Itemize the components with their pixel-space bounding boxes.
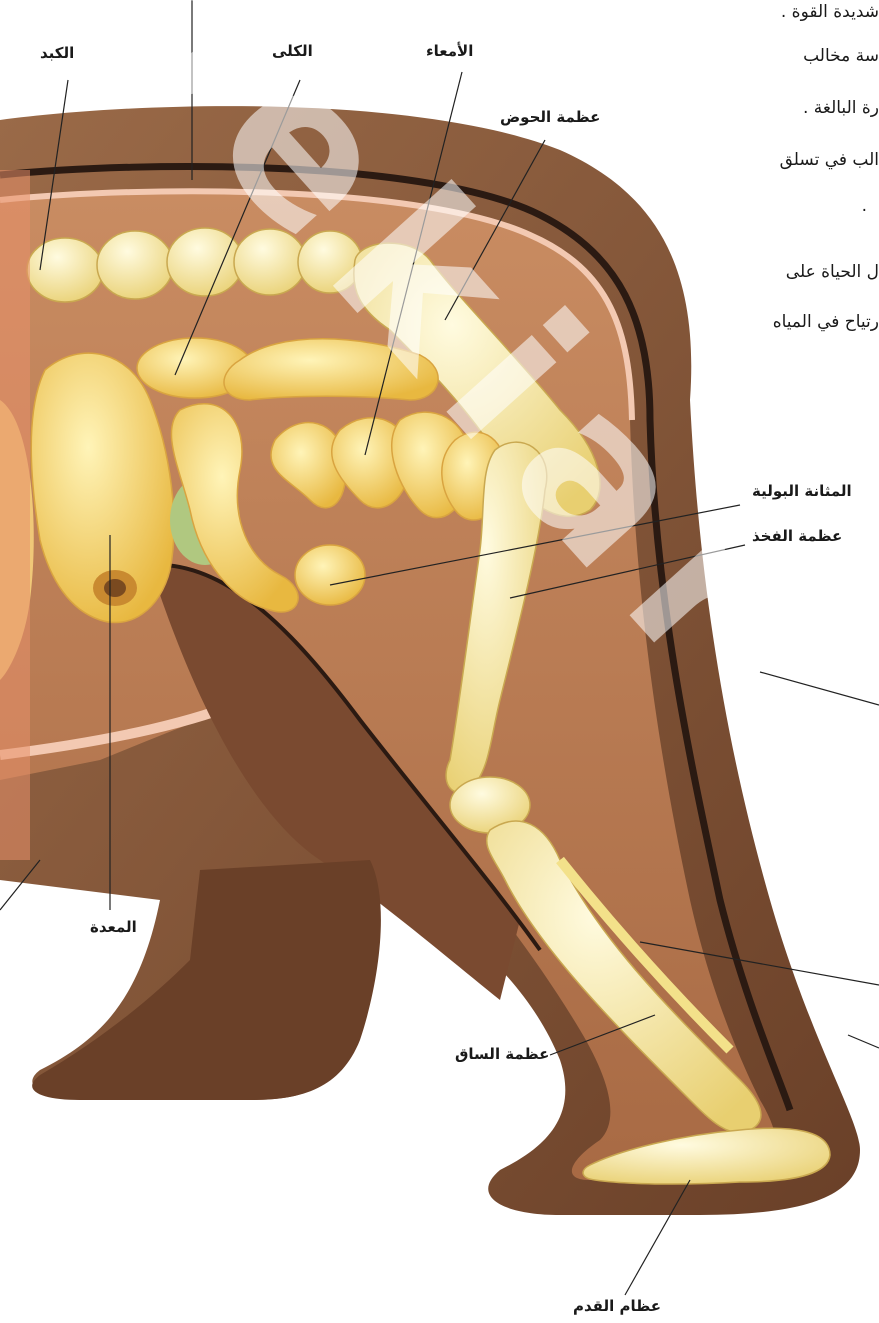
body-text-line-3: رة البالغة .	[803, 98, 879, 118]
label-shin: عظمة الساق	[455, 1045, 549, 1063]
front-leg-fur	[32, 860, 381, 1100]
label-liver: الكبد	[40, 44, 74, 62]
stomach-opening-inner	[104, 579, 126, 597]
bladder-organ	[295, 545, 365, 605]
body-text-line-4: الب في تسلق	[780, 150, 879, 170]
label-intestines: الأمعاء	[426, 42, 473, 60]
body-text-line-1: شديدة القوة .	[781, 2, 879, 22]
body-text-line-6: ل الحياة على	[786, 262, 879, 282]
body-text-line-5: .	[862, 196, 867, 216]
body-text-line-7: رتياح في المياه	[773, 312, 879, 332]
label-femur: عظمة الفخذ	[752, 527, 842, 545]
label-bladder: المثانة البولية	[752, 482, 852, 500]
label-pelvis: عظمة الحوض	[500, 108, 600, 126]
label-stomach: المعدة	[90, 918, 137, 936]
body-text-line-2: سة مخالب	[803, 46, 879, 66]
label-kidneys: الكلى	[272, 42, 313, 60]
left-edge-strip	[0, 170, 30, 860]
label-foot: عظام القدم	[573, 1297, 661, 1315]
